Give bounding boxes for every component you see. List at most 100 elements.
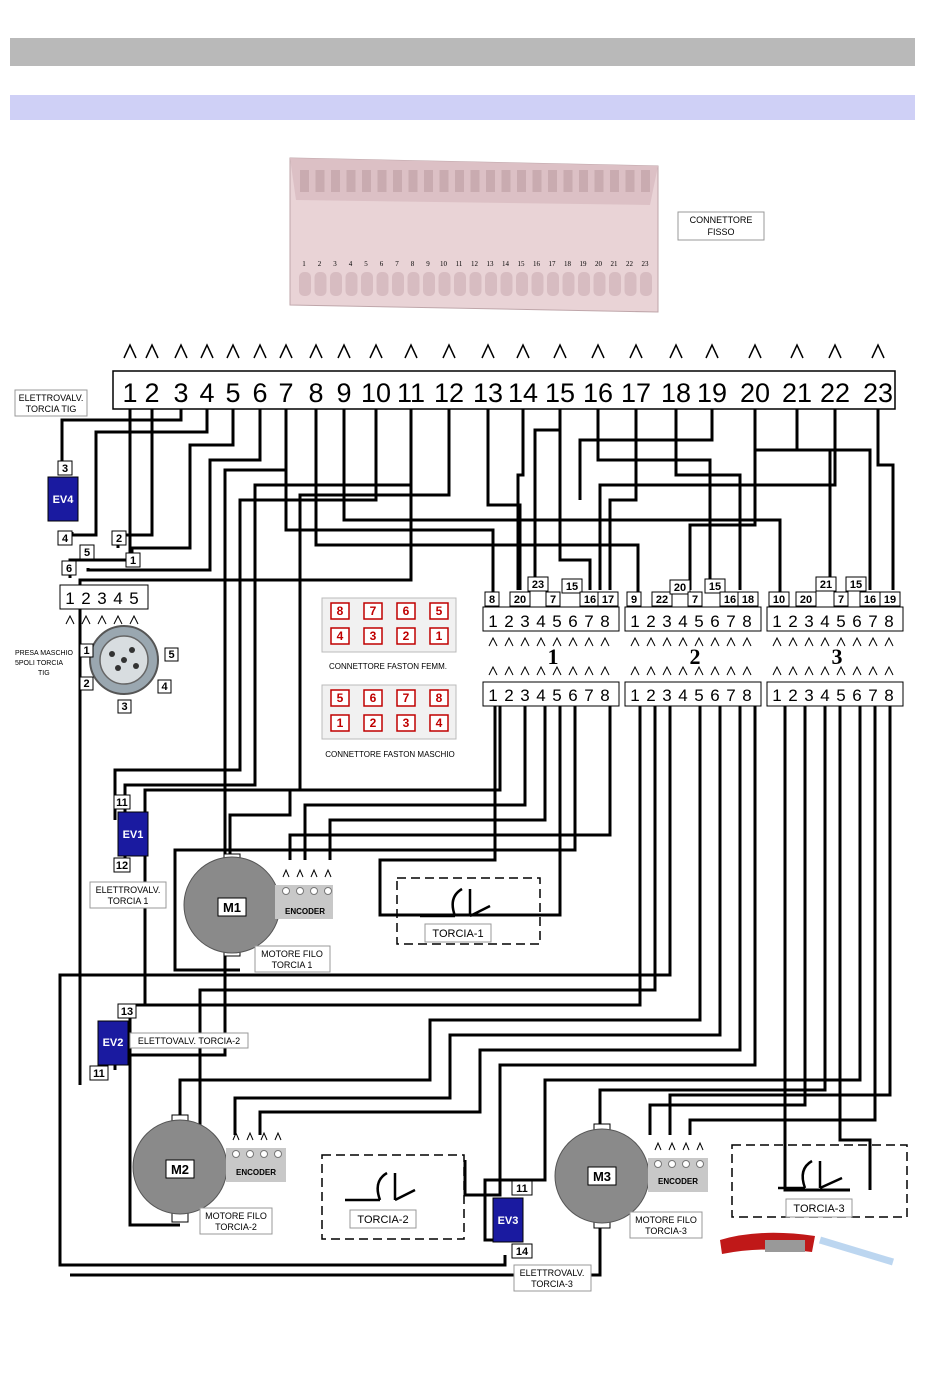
socket-label-1: PRESA MASCHIO [15, 650, 74, 657]
main-pin-number: 15 [545, 378, 575, 408]
faston-number: 8 [436, 691, 443, 705]
group-tag: 17 [602, 594, 614, 606]
m1-label-2: TORCIA 1 [272, 960, 313, 970]
caret-icon [868, 636, 878, 647]
group-tag: 21 [820, 579, 832, 591]
connector-slot [455, 170, 464, 192]
tig-tag: 6 [66, 563, 72, 575]
faston-number: 1 [337, 716, 344, 730]
group-tag: 18 [742, 594, 754, 606]
group-lower-pin: 5 [836, 686, 845, 705]
caret-icon [828, 343, 842, 359]
group-lower-pin: 6 [852, 686, 861, 705]
ev4-top-pin-box [57, 460, 73, 476]
caret-icon [65, 614, 75, 625]
encoder-pin [696, 1160, 704, 1168]
tig-pin-number: 4 [113, 589, 122, 608]
connector-contact [500, 272, 513, 296]
caret-icon [600, 636, 610, 647]
group-lower-header [482, 681, 620, 707]
group-tag: 9 [631, 594, 637, 606]
group-lower-pin: 4 [820, 686, 829, 705]
socket-pin-box [117, 699, 132, 714]
caret-icon [504, 665, 514, 676]
main-pin-number: 23 [863, 378, 893, 408]
ev3-bottom-pin: 14 [516, 1246, 529, 1258]
group-lower-pin: 4 [678, 686, 687, 705]
connector-slot [470, 170, 480, 192]
socket-pin-box [79, 643, 94, 658]
ev3-name: EV3 [498, 1215, 519, 1227]
connector-slot [424, 170, 433, 192]
tig-tag-box [79, 544, 95, 560]
connector-pin-number: 11 [456, 260, 463, 268]
group-lower-pin: 7 [868, 686, 877, 705]
tig-tag: 2 [116, 533, 122, 545]
encoder-pin [324, 887, 332, 895]
group-upper-pin: 5 [836, 612, 845, 631]
torch-2-label: TORCIA-2 [357, 1214, 408, 1226]
caret-icon [788, 665, 798, 676]
connector-contact [392, 272, 404, 296]
group-tag-box [669, 579, 691, 595]
torch-1-frame [396, 877, 541, 945]
ev1-valve [117, 811, 149, 857]
connector-contact [438, 272, 451, 296]
main-pin-number: 16 [583, 378, 613, 408]
connector-slot [579, 170, 588, 192]
group-upper-pin: 5 [552, 612, 561, 631]
caret-icon [310, 868, 318, 878]
encoder-pin [682, 1160, 690, 1168]
main-pin-number: 17 [621, 378, 651, 408]
faston-female-label: CONNETTORE FASTON FEMM. [329, 662, 447, 671]
caret-icon [123, 343, 137, 359]
ev3-bottom-pin-box [511, 1243, 533, 1259]
caret-icon [282, 868, 290, 878]
faston-number: 2 [370, 716, 377, 730]
group-number: 2 [690, 644, 701, 669]
faston-cell [363, 602, 383, 620]
group-number: 1 [548, 644, 559, 669]
caret-icon [654, 1141, 662, 1151]
connector-pin-number: 7 [395, 260, 399, 268]
group-upper-header [482, 606, 620, 632]
caret-icon [488, 665, 498, 676]
tig-valve-label-1: ELETTROVALV. [19, 393, 84, 403]
faston-number: 3 [370, 629, 377, 643]
m2-name: M2 [171, 1162, 189, 1177]
faston-number: 2 [403, 629, 410, 643]
connector-label-2: FISSO [707, 227, 734, 237]
caret-icon [584, 665, 594, 676]
encoder-pin [260, 1150, 268, 1158]
main-pin-number: 22 [820, 378, 850, 408]
m2-label-2: TORCIA-2 [215, 1222, 257, 1232]
ev3-top-pin: 11 [516, 1183, 528, 1195]
main-pin-number: 18 [661, 378, 691, 408]
group-tag-box [509, 591, 531, 607]
ev4-bottom-pin-box [57, 530, 73, 546]
group-tag-box [704, 578, 726, 594]
faston-number: 7 [403, 691, 410, 705]
connector-slot [300, 170, 309, 192]
group-upper-pin: 6 [568, 612, 577, 631]
encoder-pin [668, 1160, 676, 1168]
socket-pin: 3 [121, 701, 127, 713]
group-tag-box [737, 591, 759, 607]
group-lower-pin: 4 [536, 686, 545, 705]
ev4-valve [47, 476, 79, 522]
main-pin-number: 14 [508, 378, 538, 408]
caret-icon [520, 636, 530, 647]
caret-icon [871, 343, 885, 359]
caret-icon [629, 343, 643, 359]
group-tag: 22 [656, 594, 668, 606]
caret-icon [772, 636, 782, 647]
encoder-pin [296, 887, 304, 895]
caret-icon [646, 665, 656, 676]
faston-cell [396, 602, 416, 620]
faston-cell [363, 714, 383, 732]
connector-slot [377, 170, 387, 192]
faston-number: 6 [403, 604, 410, 618]
header-band [10, 38, 915, 66]
caret-icon [705, 343, 719, 359]
